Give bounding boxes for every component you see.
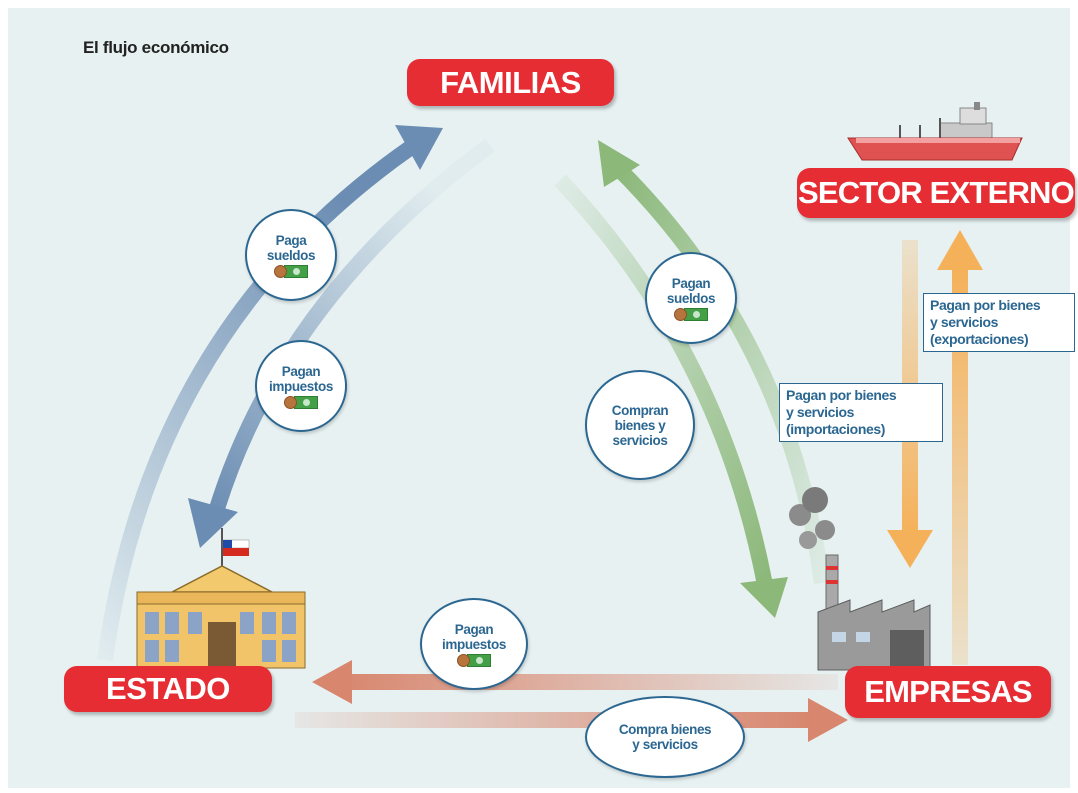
money-icon (457, 653, 491, 667)
arrow-familias-to-empresas (554, 174, 788, 618)
node-empresas: EMPRESAS (845, 666, 1051, 718)
arrow-empresas-to-familias (598, 140, 830, 585)
money-icon (674, 307, 708, 321)
flow-compra-bienes: Compra bienes y servicios (585, 696, 745, 778)
flow-pagan-impuestos-familias: Pagan impuestos (255, 340, 347, 432)
arrow-estado-to-familias (97, 125, 443, 662)
flow-importaciones: Pagan por bienes y servicios (importacio… (779, 383, 943, 442)
flow-compran-bienes: Compran bienes y servicios (585, 370, 695, 480)
arrow-empresas-to-sector-externo (937, 230, 983, 665)
flow-label: Compran bienes y servicios (611, 402, 669, 448)
node-sector-externo: SECTOR EXTERNO (797, 168, 1075, 218)
flow-pagan-impuestos-empresas: Pagan impuestos (420, 598, 528, 690)
chile-flag-icon (222, 539, 250, 556)
diagram-title: El flujo económico (83, 38, 229, 57)
arrow-familias-to-estado (188, 138, 495, 548)
ship-icon (847, 102, 1023, 161)
node-familias: FAMILIAS (407, 59, 614, 106)
flow-exportaciones: Pagan por bienes y servicios (exportacio… (923, 293, 1075, 352)
node-estado: ESTADO (64, 666, 272, 712)
flow-label: Compra bienes y servicios (618, 722, 712, 752)
flow-pagan-sueldos: Pagan sueldos (645, 252, 737, 344)
money-icon (284, 395, 318, 409)
money-icon (274, 264, 308, 278)
flow-label: Pagan sueldos (666, 275, 716, 306)
flow-label: Pagan impuestos (269, 363, 333, 394)
factory-icon (789, 487, 931, 671)
flow-label: Paga sueldos (266, 232, 316, 263)
flow-paga-sueldos: Paga sueldos (245, 209, 337, 301)
government-building-icon (136, 528, 306, 669)
flow-label: Pagan impuestos (442, 621, 506, 652)
